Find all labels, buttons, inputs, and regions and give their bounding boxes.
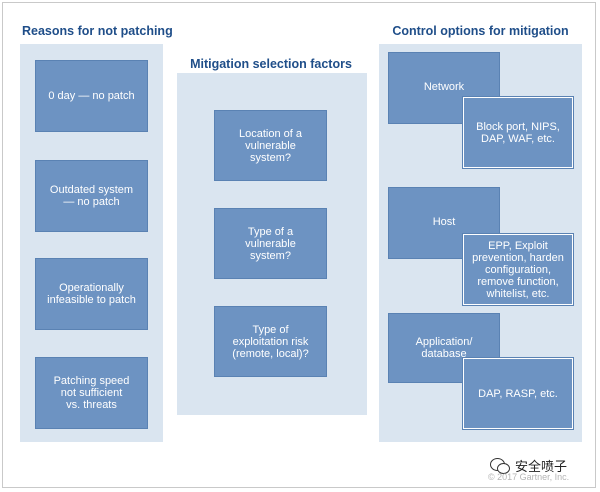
reason-box-0-day: 0 day — no patch (35, 60, 148, 132)
left-column-title: Reasons for not patching (22, 24, 173, 38)
watermark-text: 安全喷子 (515, 459, 568, 474)
copyright-text: © 2017 Gartner, Inc. (488, 472, 570, 482)
wechat-icon (490, 457, 510, 474)
watermark: 安全喷子 (490, 456, 567, 475)
control-network-detail: Block port, NIPS,DAP, WAF, etc. (463, 97, 573, 168)
right-column-title: Control options for mitigation (392, 24, 569, 38)
middle-column-title: Mitigation selection factors (190, 57, 352, 71)
control-application-detail: DAP, RASP, etc. (463, 358, 573, 429)
diagram-frame (2, 2, 596, 488)
reason-box-outdated: Outdated system— no patch (35, 160, 148, 232)
